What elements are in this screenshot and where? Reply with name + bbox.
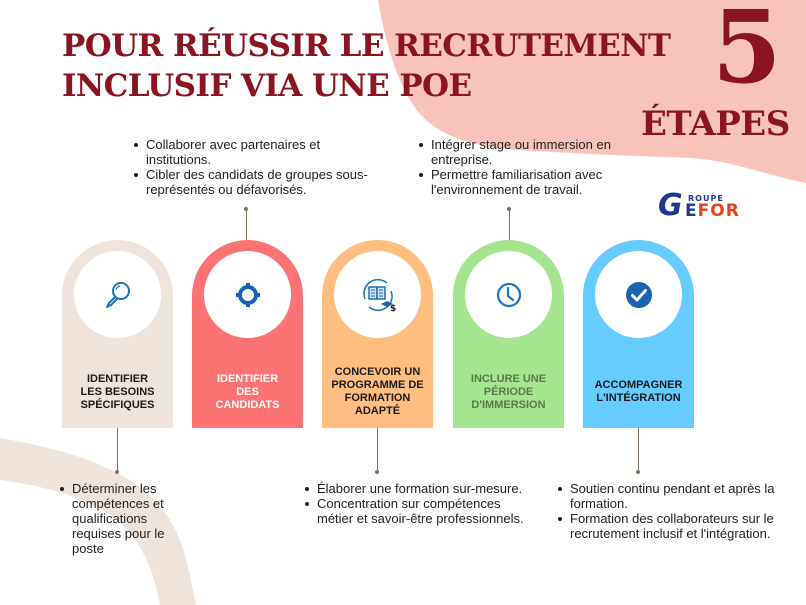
- step-count: 5: [712, 0, 782, 106]
- connector-dot: [636, 470, 640, 474]
- logo-efor-rest: FOR: [697, 201, 740, 221]
- step-card-concevoir-programme: $ CONCEVOIR UN PROGRAMME DE FORMATION AD…: [322, 240, 433, 428]
- step-label-line: CONCEVOIR UN: [334, 366, 421, 378]
- step-card-identifier-besoins: IDENTIFIER LES BESOINS SPÉCIFIQUES: [62, 240, 173, 428]
- step-card-identifier-candidats: IDENTIFIER DES CANDIDATS: [192, 240, 303, 428]
- step-label: ACCOMPAGNER L'INTÉGRATION: [585, 362, 692, 422]
- step-label-line: DES: [236, 385, 259, 398]
- step-label-line: L'INTÉGRATION: [596, 392, 681, 404]
- connector-line: [509, 209, 510, 240]
- step-label-line: PROGRAMME DE: [331, 379, 424, 391]
- logo-efor: EFOR: [685, 201, 740, 221]
- step-card-accompagner-integration: ACCOMPAGNER L'INTÉGRATION: [583, 240, 694, 428]
- bullet-item: Soutien continu pendant et après la form…: [556, 481, 776, 511]
- step-label-line: IDENTIFIER: [216, 372, 279, 385]
- magnifier-icon: [105, 281, 130, 308]
- bullet-item: Cibler des candidats de groupes sous-rep…: [132, 167, 372, 197]
- step-label-line: PÉRIODE: [483, 385, 534, 398]
- step-label-line: INCLURE UNE: [470, 372, 547, 385]
- page-title: POUR RÉUSSIR LE RECRUTEMENT INCLUSIF VIA…: [62, 26, 671, 106]
- step-1-bullets: Déterminer les compétences et qualificat…: [58, 481, 178, 556]
- bullet-item: Permettre familiarisation avec l'environ…: [417, 167, 647, 197]
- bullet-item: Intégrer stage ou immersion en entrepris…: [417, 137, 647, 167]
- icon-circle: [595, 251, 682, 338]
- connector-line: [377, 428, 378, 471]
- beige-arc: [0, 438, 196, 605]
- connector-line: [246, 209, 247, 240]
- bullet-item: Élaborer une formation sur-mesure.: [303, 481, 528, 496]
- icon-circle: $: [334, 251, 421, 338]
- target-icon: [235, 282, 260, 307]
- connector-dot: [375, 470, 379, 474]
- connector-line: [638, 428, 639, 471]
- logo-letter-g: G: [658, 188, 683, 223]
- connector-dot: [115, 470, 119, 474]
- icon-circle: [204, 251, 291, 338]
- step-count-label: ÉTAPES: [641, 104, 790, 144]
- step-2-bullets: Collaborer avec partenaires et instituti…: [132, 137, 372, 197]
- title-line-2: INCLUSIF VIA UNE POE: [62, 68, 472, 104]
- step-5-bullets: Soutien continu pendant et après la form…: [556, 481, 776, 541]
- step-label-line: IDENTIFIER: [86, 372, 149, 385]
- bullet-item: Collaborer avec partenaires et instituti…: [132, 137, 372, 167]
- bullet-item: Déterminer les compétences et qualificat…: [58, 481, 178, 556]
- pink-blob: [378, 0, 806, 183]
- step-label-line: FORMATION: [344, 392, 411, 404]
- step-label-line: ACCOMPAGNER: [594, 379, 683, 391]
- step-label-line: D'IMMERSION: [471, 398, 546, 411]
- step-label-line: CANDIDATS: [215, 398, 280, 411]
- icon-circle: [465, 251, 552, 338]
- step-4-bullets: Intégrer stage ou immersion en entrepris…: [417, 137, 647, 197]
- icon-circle: [74, 251, 161, 338]
- clock-icon: [496, 282, 521, 307]
- step-label: IDENTIFIER LES BESOINS SPÉCIFIQUES: [64, 362, 171, 422]
- bullet-item: Formation des collaborateurs sur le recr…: [556, 511, 776, 541]
- step-label: CONCEVOIR UN PROGRAMME DE FORMATION ADAP…: [324, 362, 431, 422]
- connector-line: [117, 428, 118, 471]
- bullet-item: Concentration sur compétences métier et …: [303, 496, 528, 526]
- logo-roupe: ROUPE: [688, 194, 724, 203]
- logo-efor-e: E: [685, 201, 698, 221]
- step-label-line: ADAPTÉ: [354, 405, 401, 417]
- step-label: INCLURE UNE PÉRIODE D'IMMERSION: [455, 362, 562, 422]
- groupe-gefor-logo: G ROUPE EFOR: [658, 188, 798, 223]
- step-3-bullets: Élaborer une formation sur-mesure. Conce…: [303, 481, 528, 526]
- step-label: IDENTIFIER DES CANDIDATS: [194, 362, 301, 422]
- step-label-line: LES BESOINS: [80, 385, 155, 398]
- book-graduation-icon: $: [362, 278, 396, 313]
- step-label-line: SPÉCIFIQUES: [80, 398, 155, 411]
- step-card-inclure-immersion: INCLURE UNE PÉRIODE D'IMMERSION: [453, 240, 564, 428]
- svg-text:$: $: [390, 304, 396, 313]
- check-circle-icon: [625, 281, 652, 308]
- title-line-1: POUR RÉUSSIR LE RECRUTEMENT: [62, 28, 671, 64]
